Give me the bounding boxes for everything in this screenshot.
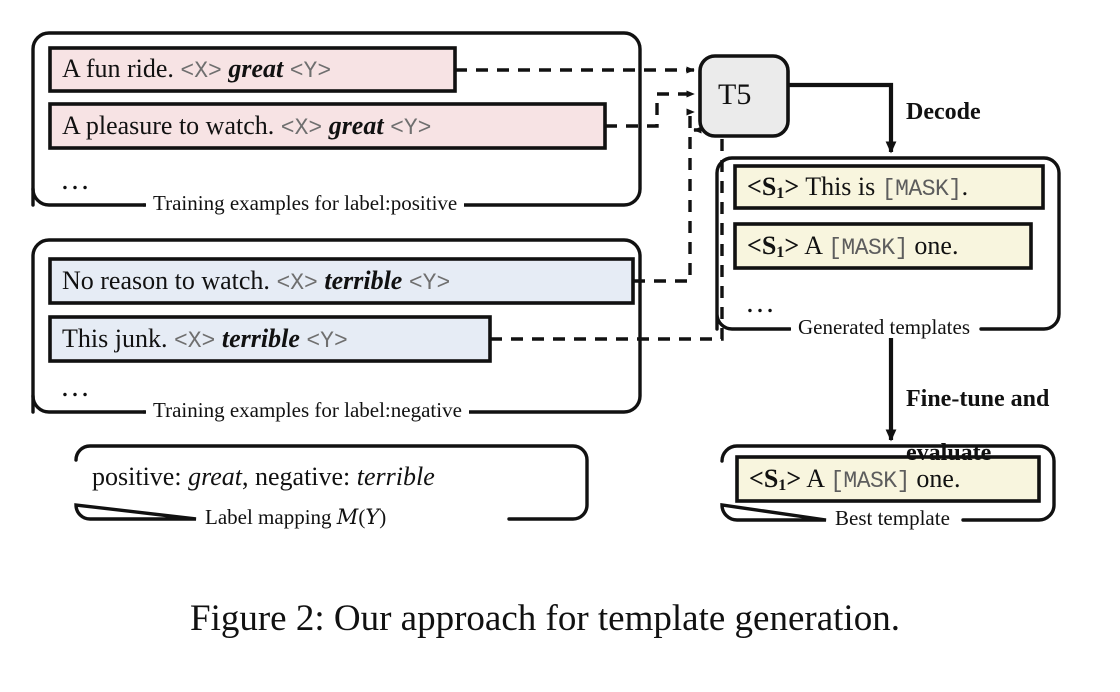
math-paren-close: ) <box>379 505 387 529</box>
s-token: <S1> <box>747 231 800 261</box>
s-token-sub: 1 <box>778 476 787 494</box>
s-token-open: <S <box>749 464 779 493</box>
x-token: <X> <box>180 58 222 84</box>
label-word: terrible <box>324 266 403 295</box>
example-sentence: A fun ride. <box>62 54 174 83</box>
wire-negative-1 <box>633 108 695 283</box>
best-template-text: <S1> A [MASK] one. <box>749 466 960 494</box>
s-token-sub: 1 <box>776 184 785 202</box>
positive-example-2-text: A pleasure to watch. <X> great <Y> <box>62 113 432 140</box>
generated-template-1-text: <S1> This is [MASK]. <box>747 174 968 202</box>
best-template-group-label: Best template <box>828 508 957 529</box>
negative-ellipsis: … <box>60 370 92 403</box>
template-body-a: A <box>806 464 824 493</box>
label-mapping-group-label: Label mapping M(Y) <box>198 505 394 529</box>
label-mapping-prefix: Label mapping <box>205 505 337 529</box>
s-token-close: > <box>784 172 800 201</box>
y-token: <Y> <box>390 115 432 141</box>
x-token: <X> <box>173 328 216 354</box>
generated-templates-ellipsis: … <box>745 286 777 319</box>
example-sentence: No reason to watch. <box>62 266 270 295</box>
mask-token: [MASK] <box>881 176 962 202</box>
template-body-b: one. <box>914 231 959 260</box>
finetune-line-2: evaluate <box>906 439 992 466</box>
positive-example-1-text: A fun ride. <X> great <Y> <box>62 56 331 83</box>
finetune-arrow-label: Fine-tune and evaluate <box>906 359 1049 467</box>
y-token: <Y> <box>306 328 348 354</box>
negative-example-2-text: This junk. <X> terrible <Y> <box>62 326 348 353</box>
mapping-separator: , <box>241 462 249 491</box>
decode-arrow-label: Decode <box>906 99 981 125</box>
negative-example-1-text: No reason to watch. <X> terrible <Y> <box>62 268 450 295</box>
positive-ellipsis: … <box>60 163 92 196</box>
s-token: <S1> <box>749 464 802 494</box>
figure-caption: Figure 2: Our approach for template gene… <box>190 598 900 639</box>
dashed-input-wires <box>455 66 724 341</box>
s-token-open: <S <box>747 231 777 260</box>
wire-negative-2 <box>490 126 724 341</box>
label-word: great <box>328 111 384 140</box>
positive-key: positive: <box>92 462 182 491</box>
wire-positive-2 <box>605 90 695 128</box>
negative-word: terrible <box>356 462 435 491</box>
negative-key: negative: <box>254 462 351 491</box>
label-word: great <box>228 54 284 83</box>
mask-token: [MASK] <box>830 468 910 494</box>
decode-arrow <box>788 82 897 154</box>
positive-word: great <box>188 462 242 491</box>
y-token: <Y> <box>289 58 332 84</box>
positive-group-label: Training examples for label:positive <box>146 193 465 214</box>
template-body-a: This is <box>805 172 876 201</box>
example-sentence: A pleasure to watch. <box>62 111 275 140</box>
s-token-close: > <box>786 464 802 493</box>
template-body-b: . <box>961 172 969 201</box>
mask-token: [MASK] <box>828 235 908 261</box>
math-y: Y <box>365 505 380 529</box>
template-body-a: A <box>804 231 822 260</box>
finetune-line-1: Fine-tune and <box>906 385 1050 412</box>
math-m: M <box>336 505 359 529</box>
example-sentence: This junk. <box>62 324 168 353</box>
y-token: <Y> <box>408 270 451 296</box>
s-token-sub: 1 <box>776 243 785 261</box>
math-paren-open: ( <box>358 505 366 529</box>
label-mapping-text: positive: great, negative: terrible <box>92 464 435 490</box>
s-token: <S1> <box>747 172 800 202</box>
x-token: <X> <box>280 115 323 141</box>
template-body-b: one. <box>916 464 961 493</box>
negative-group-label: Training examples for label:negative <box>146 400 469 421</box>
x-token: <X> <box>276 270 318 296</box>
generated-template-2-text: <S1> A [MASK] one. <box>747 233 958 261</box>
t5-label: T5 <box>718 78 752 111</box>
generated-templates-group-label: Generated templates <box>791 317 977 338</box>
s-token-close: > <box>784 231 800 260</box>
s-token-open: <S <box>747 172 777 201</box>
label-word: terrible <box>221 324 300 353</box>
